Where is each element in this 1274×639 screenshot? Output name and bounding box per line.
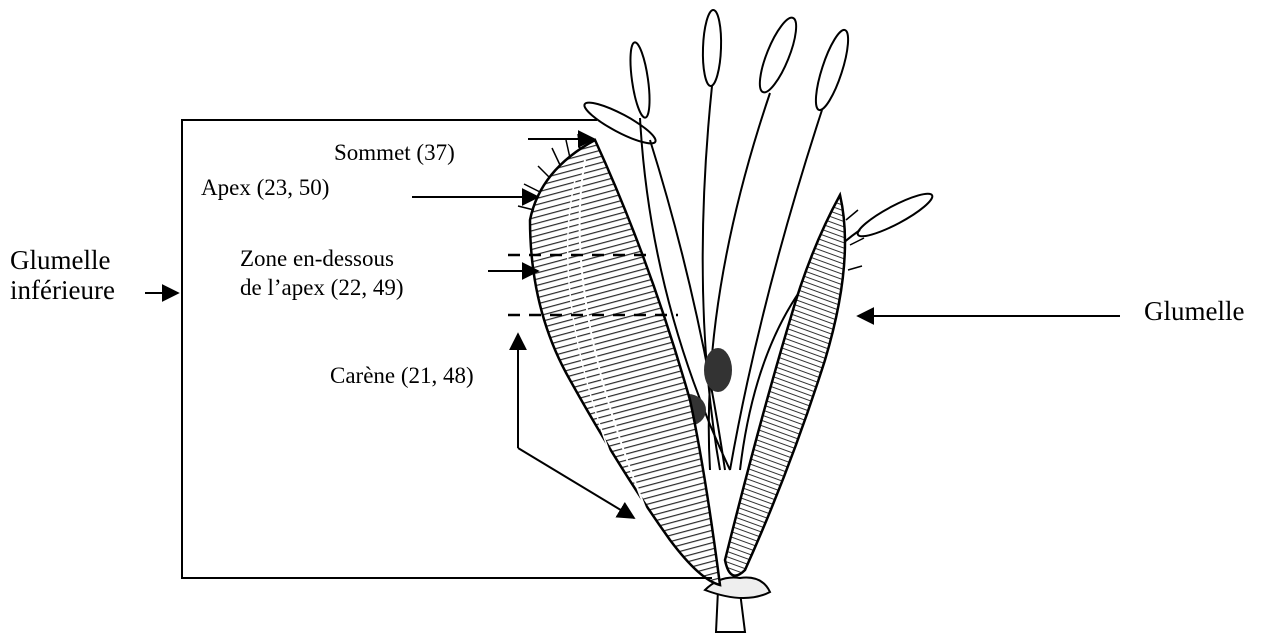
lemma-label-line1: Glumelle (10, 246, 115, 276)
lemma-label-line2: inférieure (10, 276, 115, 306)
sommet-label: Sommet (37) (334, 140, 455, 165)
palea-label: Glumelle (1144, 297, 1244, 327)
apex-label: Apex (23, 50) (201, 175, 329, 200)
carene-label: Carène (21, 48) (330, 363, 474, 388)
lemma-label: Glumelle inférieure (10, 246, 115, 305)
palea (725, 195, 845, 576)
zone-label-line1: Zone en-dessous (240, 246, 404, 271)
zone-label: Zone en-dessous de l’apex (22, 49) (240, 246, 404, 301)
palea-hairs (846, 210, 864, 270)
lemma (530, 140, 720, 585)
zone-label-line2: de l’apex (22, 49) (240, 275, 404, 300)
spikelet-illustration (518, 10, 936, 632)
